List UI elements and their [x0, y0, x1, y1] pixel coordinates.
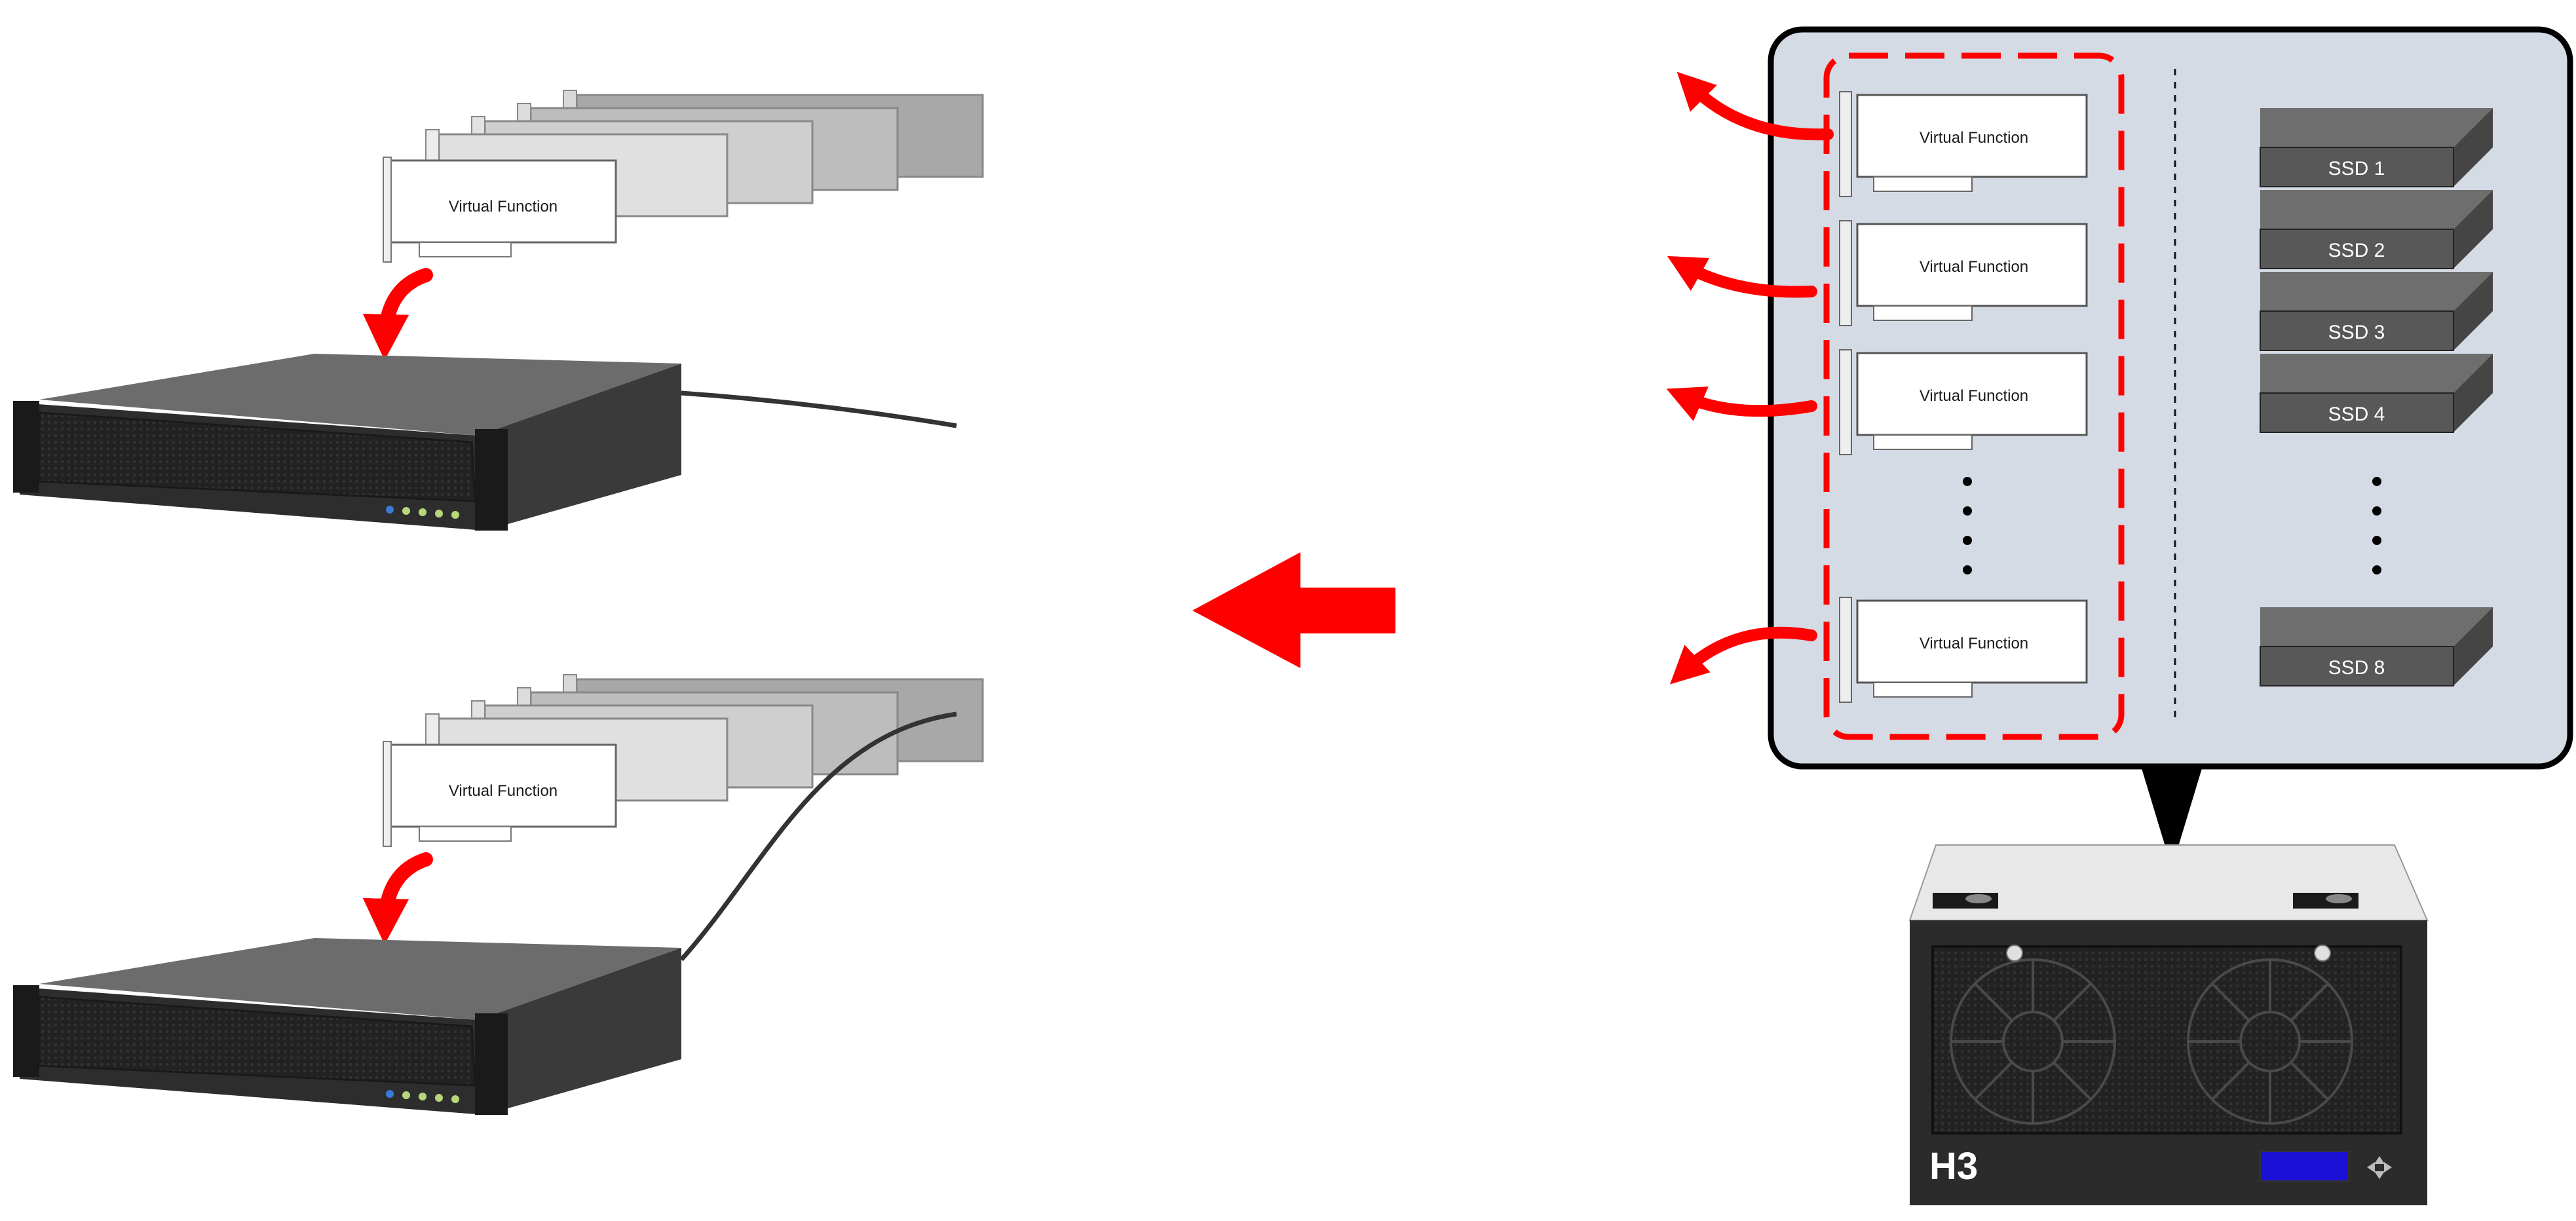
vf-card-label: Virtual Function: [1920, 258, 2028, 276]
ssd-label: SSD 2: [2328, 240, 2385, 261]
vf-out-arrow-icon: [1669, 626, 1817, 685]
storage-chassis: H3: [1908, 844, 2429, 1205]
vf-card-stack-1: Virtual Function: [383, 90, 984, 263]
rack-server-1: [13, 354, 681, 531]
ssd-label: SSD 8: [2328, 657, 2385, 679]
ssd: SSD 4: [2260, 354, 2493, 433]
vf-card-label: Virtual Function: [1920, 387, 2028, 405]
curved-arrow-icon: [362, 268, 433, 361]
brand-logo: H3: [1929, 1145, 1978, 1188]
vf-card: Virtual Function: [1839, 220, 2088, 326]
fan-icon: [2187, 958, 2353, 1125]
vf-out-arrow-icon: [1676, 71, 1834, 141]
vf-card-stack-2: Virtual Function: [383, 674, 984, 847]
big-left-arrow-icon: [1192, 552, 1395, 668]
vf-card: Virtual Function: [1839, 349, 2088, 455]
vf-out-arrow-icon: [1666, 386, 1817, 421]
fan-icon: [1950, 958, 2116, 1125]
ssd: SSD 8: [2260, 607, 2493, 686]
curved-arrow-icon: [362, 852, 433, 945]
vf-card-label: Virtual Function: [449, 198, 558, 216]
ssd-ellipsis: [2372, 477, 2381, 574]
vf-group-outline: [1823, 52, 2125, 740]
callout-pointer: [2139, 760, 2205, 868]
vf-card-label: Virtual Function: [1920, 635, 2028, 652]
vf-card-label: Virtual Function: [449, 782, 558, 800]
ssd: SSD 3: [2260, 272, 2493, 351]
host-1-cable: [681, 390, 957, 428]
ssd-label: SSD 1: [2328, 158, 2385, 179]
host-2-cable: [679, 711, 957, 962]
vf-card: Virtual Function: [1839, 597, 2088, 703]
ssd-label: SSD 3: [2328, 322, 2385, 343]
ssd-label: SSD 4: [2328, 404, 2385, 425]
host-2: Virtual Function: [13, 674, 984, 1115]
ssd: SSD 1: [2260, 108, 2493, 187]
vf-card: Virtual Function: [1839, 91, 2088, 197]
rack-server-2: [13, 938, 681, 1115]
host-1: Virtual Function: [13, 90, 984, 531]
ssd: SSD 2: [2260, 190, 2493, 269]
vf-card-label: Virtual Function: [1920, 129, 2028, 147]
lcd-panel: [2260, 1151, 2349, 1182]
vf-ellipsis: [1963, 477, 1972, 574]
vf-out-arrow-icon: [1667, 255, 1817, 298]
dpad-icon: [2367, 1156, 2392, 1179]
storage-callout: Virtual Function Virtual Function Virtua…: [1666, 26, 2573, 868]
